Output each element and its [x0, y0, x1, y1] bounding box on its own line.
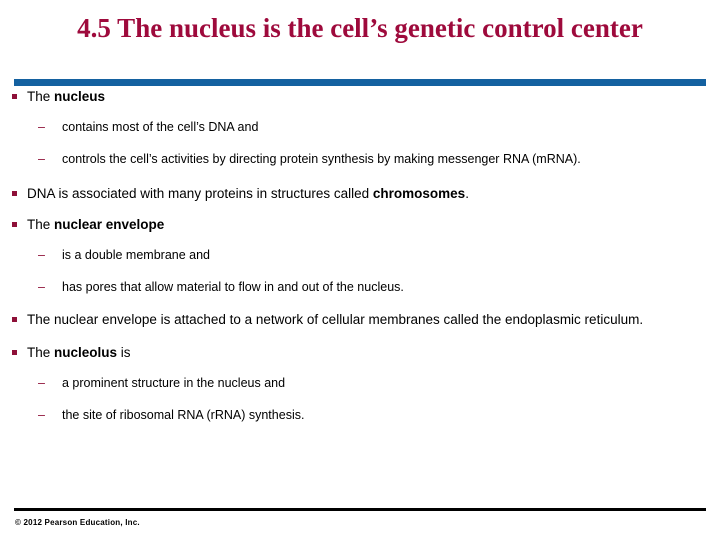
spacer	[0, 361, 720, 375]
sub-bullet-text: is a double membrane and	[62, 248, 211, 262]
bullet-text: The nucleolus is	[27, 344, 698, 361]
dash-bullet-icon: –	[38, 152, 45, 166]
square-bullet-icon	[12, 94, 17, 99]
square-bullet-icon	[12, 350, 17, 355]
bullet-text-bold: nucleolus	[54, 345, 118, 360]
sub-bullet-text: a prominent structure in the nucleus and	[62, 376, 286, 390]
spacer	[0, 391, 720, 407]
dash-bullet-icon: –	[38, 120, 45, 134]
dash-bullet-icon: –	[38, 248, 45, 262]
copyright-notice: © 2012 Pearson Education, Inc.	[15, 518, 140, 527]
sub-bullet-item-controls-activities: – controls the cell’s activities by dire…	[0, 151, 720, 167]
bullet-text: The nucleus	[27, 88, 698, 105]
spacer	[0, 233, 720, 247]
spacer	[0, 263, 720, 279]
bullet-item-the-nucleus: The nucleus	[0, 88, 720, 105]
bullet-text-bold: nucleus	[54, 89, 106, 104]
slide-body: The nucleus – contains most of the cell’…	[0, 88, 720, 423]
sub-bullet-item-rrna-synthesis: – the site of ribosomal RNA (rRNA) synth…	[0, 407, 720, 423]
title-divider-rule	[14, 79, 706, 86]
bullet-item-nuclear-envelope: The nuclear envelope	[0, 216, 720, 233]
bullet-text: The nuclear envelope	[27, 216, 698, 233]
spacer	[0, 135, 720, 151]
spacer	[0, 328, 720, 344]
bullet-text-bold: nuclear envelope	[54, 217, 165, 232]
bullet-text-plain: The	[27, 89, 55, 104]
page-title: 4.5 The nucleus is the cell’s genetic co…	[77, 13, 643, 43]
bullet-item-endoplasmic-reticulum: The nuclear envelope is attached to a ne…	[0, 311, 720, 328]
spacer	[0, 105, 720, 119]
bullet-text-bold: chromosomes	[372, 186, 466, 201]
sub-bullet-text: controls the cell’s activities by direct…	[62, 152, 581, 166]
bullet-item-dna-chromosomes: DNA is associated with many proteins in …	[0, 185, 720, 202]
sub-bullet-text: contains most of the cell’s DNA and	[62, 120, 259, 134]
spacer	[0, 295, 720, 311]
sub-bullet-item-contains-dna: – contains most of the cell’s DNA and	[0, 119, 720, 135]
square-bullet-icon	[12, 222, 17, 227]
sub-bullet-text: has pores that allow material to flow in…	[62, 280, 404, 294]
dash-bullet-icon: –	[38, 408, 45, 422]
dash-bullet-icon: –	[38, 376, 45, 390]
bullet-text-tail: .	[465, 186, 469, 201]
spacer	[0, 202, 720, 216]
square-bullet-icon	[12, 317, 17, 322]
sub-bullet-item-double-membrane: – is a double membrane and	[0, 247, 720, 263]
sub-bullet-item-prominent-structure: – a prominent structure in the nucleus a…	[0, 375, 720, 391]
bullet-text-plain: DNA is associated with many proteins in …	[27, 186, 373, 201]
bullet-item-nucleolus: The nucleolus is	[0, 344, 720, 361]
bullet-text-plain: The	[27, 345, 55, 360]
dash-bullet-icon: –	[38, 280, 45, 294]
bullet-text-tail: is	[117, 345, 131, 360]
sub-bullet-text: the site of ribosomal RNA (rRNA) synthes…	[62, 408, 305, 422]
spacer	[0, 167, 720, 185]
footer-divider-rule	[14, 508, 706, 511]
square-bullet-icon	[12, 191, 17, 196]
bullet-text: DNA is associated with many proteins in …	[27, 185, 698, 202]
bullet-text-plain: The	[27, 217, 55, 232]
bullet-text: The nuclear envelope is attached to a ne…	[27, 312, 644, 327]
sub-bullet-item-pores: – has pores that allow material to flow …	[0, 279, 720, 295]
